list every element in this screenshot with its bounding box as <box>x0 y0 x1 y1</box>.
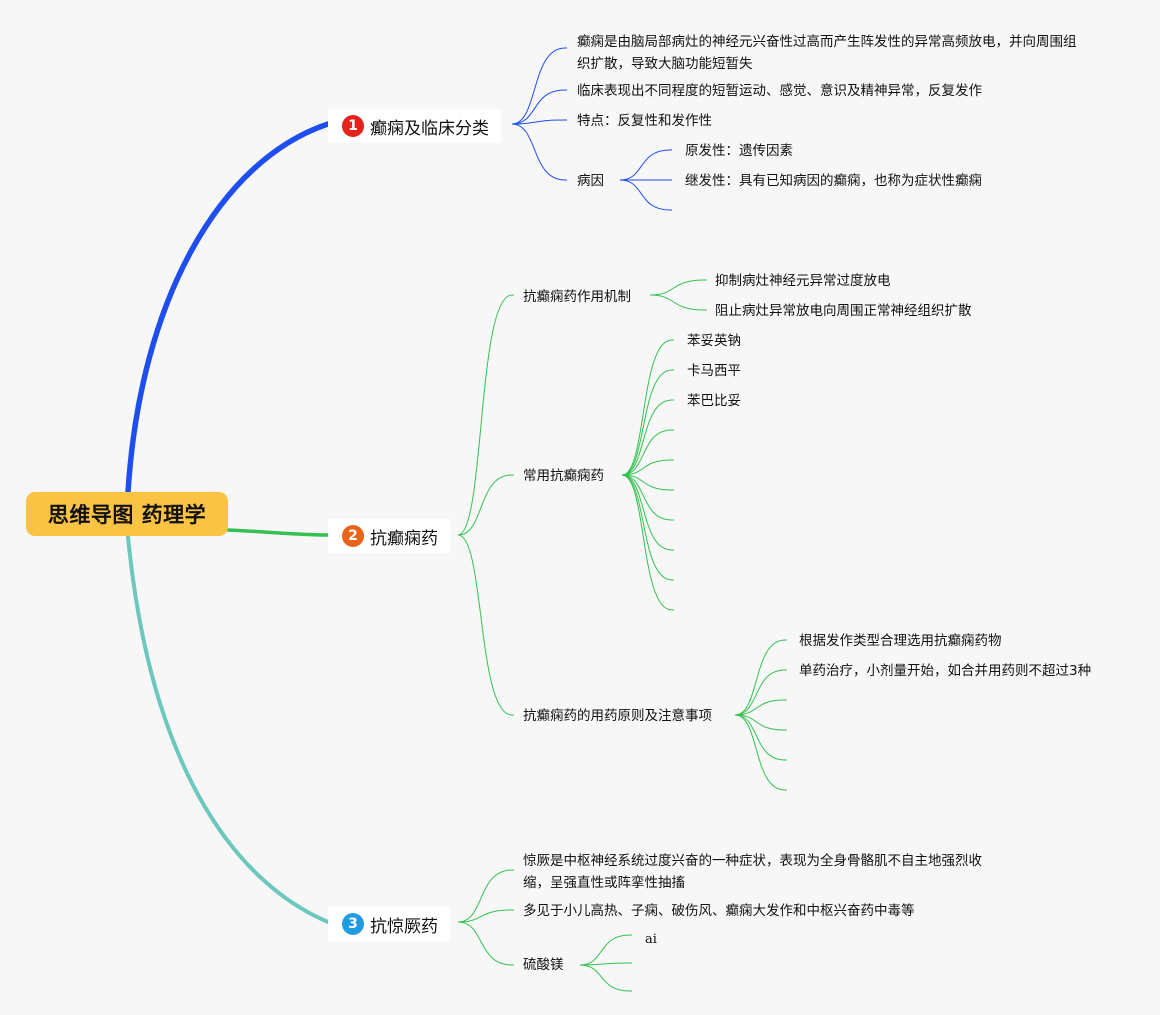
node-common-drugs[interactable]: 常用抗癫痫药 <box>523 468 604 484</box>
connector-topic3-children <box>457 869 514 923</box>
connector-principles-children <box>734 699 787 716</box>
connector-topic2-children <box>457 474 514 536</box>
node-convulsion-causes[interactable]: 多见于小儿高热、子痫、破伤风、癫痫大发作和中枢兴奋药中毒等 <box>523 903 915 919</box>
number-badge-3: 3 <box>342 913 364 935</box>
connector-commondrugs-children <box>621 459 674 476</box>
topic-label: 癫痫及临床分类 <box>370 118 489 139</box>
node-principle-by-type[interactable]: 根据发作类型合理选用抗癫痫药物 <box>799 633 1002 649</box>
connector-etiology-children <box>619 179 672 211</box>
connector-commondrugs-children <box>621 474 674 491</box>
connector-topic2-children <box>457 534 514 716</box>
node-secondary-cause[interactable]: 继发性：具有已知病因的癫痫，也称为症状性癫痫 <box>685 173 982 189</box>
connector-mechanism-children <box>649 294 707 311</box>
node-mechanism-inhibit[interactable]: 抑制病灶神经元异常过度放电 <box>715 273 891 289</box>
connector-mgso4-children <box>579 934 632 966</box>
connector-topic3-children <box>457 921 514 966</box>
topic-label: 抗惊厥药 <box>370 916 438 937</box>
node-principles[interactable]: 抗癫痫药的用药原则及注意事项 <box>523 708 712 724</box>
connector-etiology-children <box>619 149 672 181</box>
connector-commondrugs-children <box>621 429 674 476</box>
connector-root-to-topic-2 <box>226 528 330 537</box>
node-epilepsy-definition[interactable]: 癫痫是由脑局部病灶的神经元兴奋性过高而产生阵发性的异常高频放电，并向周围组织扩散… <box>577 34 1077 72</box>
node-magnesium-sulfate[interactable]: 硫酸镁 <box>523 957 564 973</box>
number-badge-1: 1 <box>342 115 364 137</box>
connector-principles-children <box>734 714 787 731</box>
connector-root-to-topic-1 <box>125 121 331 495</box>
connector-topic1-children <box>511 47 567 125</box>
topic-anticonvulsants[interactable]: 3 抗惊厥药 <box>328 907 450 941</box>
connector-principles-children <box>734 639 787 716</box>
connector-commondrugs-children <box>621 399 674 476</box>
connector-commondrugs-children <box>621 474 674 581</box>
connector-topic1-children <box>511 119 567 125</box>
connector-principles-children <box>734 669 787 716</box>
connector-topic2-children <box>457 294 514 536</box>
node-principle-monotherapy[interactable]: 单药治疗，小剂量开始，如合并用药则不超过3种 <box>799 663 1092 679</box>
topic-epilepsy-classification[interactable]: 1 癫痫及临床分类 <box>328 109 501 143</box>
connector-commondrugs-children <box>621 339 674 476</box>
connector-principles-children <box>734 714 787 761</box>
node-drug-carbamazepine[interactable]: 卡马西平 <box>687 363 741 379</box>
connector-mgso4-children <box>579 964 632 992</box>
root-node[interactable]: 思维导图 药理学 <box>26 492 228 536</box>
connector-topic1-children <box>511 123 567 181</box>
connector-topic1-children <box>511 89 567 125</box>
node-characteristics[interactable]: 特点：反复性和发作性 <box>577 113 712 129</box>
number-badge-2: 2 <box>342 525 364 547</box>
node-drug-phenytoin[interactable]: 苯妥英钠 <box>687 333 741 349</box>
node-convulsion-definition[interactable]: 惊厥是中枢神经系统过度兴奋的一种症状，表现为全身骨骼肌不自主地强烈收缩，呈强直性… <box>523 853 982 891</box>
connector-commondrugs-children <box>621 369 674 476</box>
node-etiology[interactable]: 病因 <box>577 173 604 189</box>
root-label: 思维导图 药理学 <box>47 503 207 527</box>
connector-mgso4-children <box>579 962 632 966</box>
connector-commondrugs-children <box>621 474 674 521</box>
connector-commondrugs-children <box>621 474 674 551</box>
node-mechanism-block-spread[interactable]: 阻止病灶异常放电向周围正常神经组织扩散 <box>715 303 972 319</box>
connector-root-to-topic-3 <box>126 535 330 924</box>
node-primary-cause[interactable]: 原发性：遗传因素 <box>685 143 793 159</box>
topic-antiepileptic-drugs[interactable]: 2 抗癫痫药 <box>328 519 450 553</box>
node-clinical-manifestation[interactable]: 临床表现出不同程度的短暂运动、感觉、意识及精神异常，反复发作 <box>577 83 982 99</box>
connector-topic3-children <box>457 909 514 923</box>
connector-principles-children <box>734 714 787 791</box>
node-mechanism[interactable]: 抗癫痫药作用机制 <box>523 289 631 305</box>
connector-commondrugs-children <box>621 474 674 611</box>
connector-mechanism-children <box>649 279 707 296</box>
node-ai[interactable]: ai <box>645 932 657 947</box>
topic-label: 抗癫痫药 <box>370 528 438 549</box>
node-drug-phenobarbital[interactable]: 苯巴比妥 <box>687 393 741 409</box>
